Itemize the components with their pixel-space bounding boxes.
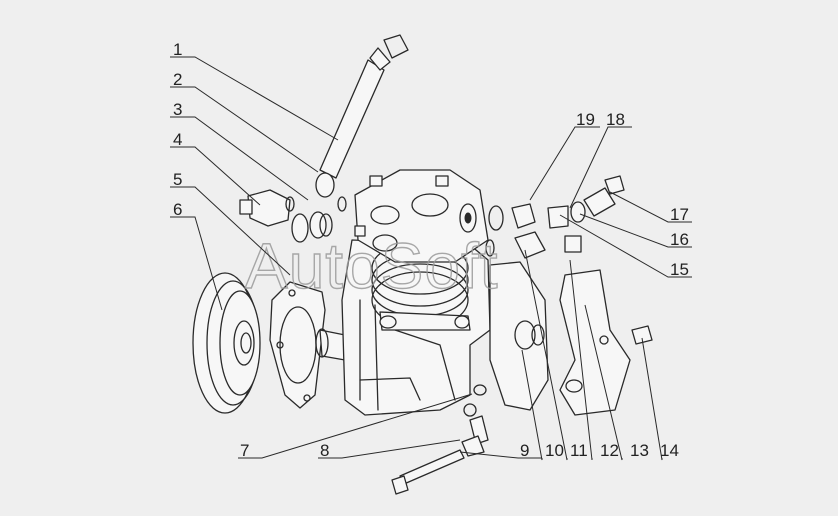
watermark-text: AutoSoft — [245, 230, 499, 302]
callout-9: 9 — [520, 441, 529, 460]
callout-6: 6 — [173, 200, 182, 219]
callout-5: 5 — [173, 170, 182, 189]
pulley — [192, 272, 261, 414]
callout-8: 8 — [320, 441, 329, 460]
mounting-bracket — [489, 261, 631, 416]
callout-18: 18 — [606, 110, 625, 129]
elbow-fitting — [239, 189, 347, 243]
hose-pipe — [315, 34, 409, 198]
callout-12: 12 — [600, 441, 619, 460]
outlet-fittings — [485, 175, 625, 259]
flange-plate — [269, 281, 346, 409]
callout-labels: 1 2 3 4 5 6 7 8 9 10 11 12 13 14 15 16 1… — [173, 40, 689, 460]
oil-line — [391, 384, 489, 495]
callout-17: 17 — [670, 205, 689, 224]
callout-10: 10 — [545, 441, 564, 460]
callout-16: 16 — [670, 230, 689, 249]
callout-14: 14 — [660, 441, 679, 460]
callout-13: 13 — [630, 441, 649, 460]
callout-1: 1 — [173, 40, 182, 59]
cylinder-head — [354, 169, 489, 331]
callout-3: 3 — [173, 100, 182, 119]
bolt — [631, 325, 653, 345]
callout-4: 4 — [173, 130, 182, 149]
callout-11: 11 — [570, 441, 588, 460]
callout-19: 19 — [576, 110, 595, 129]
callout-2: 2 — [173, 70, 182, 89]
callout-15: 15 — [670, 260, 689, 279]
leader-lines — [170, 56, 692, 461]
callout-7: 7 — [240, 441, 249, 460]
